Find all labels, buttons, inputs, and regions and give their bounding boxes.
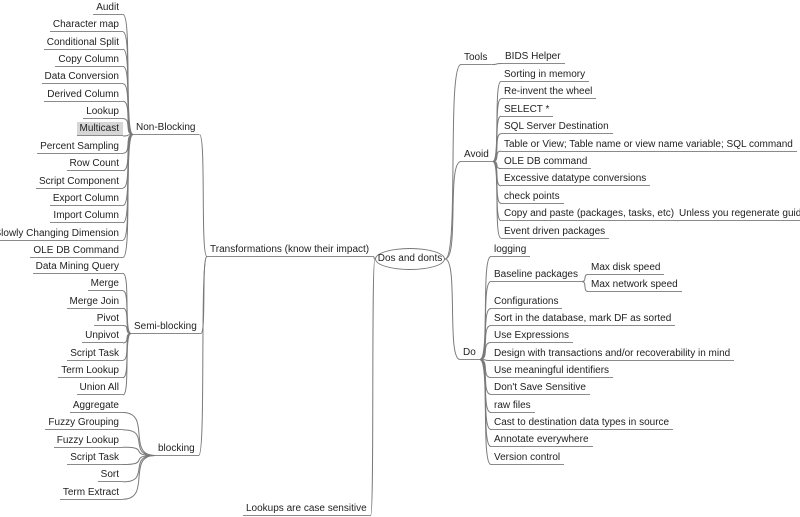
topic-max-network-speed[interactable]: Max network speed <box>588 278 682 292</box>
connector-line <box>444 64 462 260</box>
topic-lookups-are-case-sensitive[interactable]: Lookups are case sensitive <box>243 502 371 516</box>
topic-copy-and-paste-packages-tasks-etc[interactable]: Copy and paste (packages, tasks, etc) <box>501 207 679 222</box>
topic-script-task[interactable]: Script Task <box>67 451 123 466</box>
topic-import-column[interactable]: Import Column <box>50 209 123 224</box>
connector-line <box>122 100 134 135</box>
central-topic-dos-and-donts[interactable]: Dos and donts <box>375 248 445 270</box>
topic-logging[interactable]: logging <box>491 243 531 257</box>
connector-line <box>479 342 492 360</box>
topic-merge-join[interactable]: Merge Join <box>66 295 123 309</box>
topic-lookup[interactable]: Lookup <box>83 105 123 120</box>
topic-don-t-save-sensitive[interactable]: Don't Save Sensitive <box>491 381 590 395</box>
topic-blocking[interactable]: blocking <box>155 442 199 456</box>
connector-line <box>122 412 156 456</box>
connector-line <box>479 359 492 465</box>
topic-pivot[interactable]: Pivot <box>93 312 123 327</box>
topic-version-control[interactable]: Version control <box>491 451 565 465</box>
topic-row-count[interactable]: Row Count <box>66 157 123 172</box>
topic-excessive-datatype-conversions[interactable]: Excessive datatype conversions <box>501 172 651 187</box>
topic-baseline-packages[interactable]: Baseline packages <box>491 268 582 282</box>
topic-script-component[interactable]: Script Component <box>35 175 123 189</box>
topic-do[interactable]: Do <box>460 346 480 360</box>
topic-fuzzy-grouping[interactable]: Fuzzy Grouping <box>45 416 123 431</box>
connector-line <box>492 133 502 162</box>
topic-conditional-split[interactable]: Conditional Split <box>43 36 123 50</box>
connector-line <box>444 161 462 260</box>
connector-line <box>122 455 156 466</box>
connector-line <box>122 455 156 500</box>
connector-line <box>198 256 208 456</box>
connector-line <box>444 258 461 360</box>
topic-table-or-view-table-name-or-view-name-variable-sql-command[interactable]: Table or View; Table name or view name v… <box>501 138 797 152</box>
topic-annotate-everywhere[interactable]: Annotate everywhere <box>491 433 593 447</box>
topic-re-invent-the-wheel[interactable]: Re-invent the wheel <box>501 85 597 100</box>
topic-merge[interactable]: Merge <box>87 277 123 292</box>
connector-line <box>199 134 208 257</box>
topic-select[interactable]: SELECT * <box>501 103 554 117</box>
topic-sorting-in-memory[interactable]: Sorting in memory <box>501 68 590 82</box>
topic-derived-column[interactable]: Derived Column <box>44 88 123 102</box>
topic-copy-column[interactable]: Copy Column <box>55 53 123 68</box>
topic-sort-in-the-database-mark-df-as-sorted[interactable]: Sort in the database, mark DF as sorted <box>491 312 676 326</box>
topic-slowly-changing-dimension[interactable]: Slowly Changing Dimension <box>0 227 123 241</box>
topic-aggregate[interactable]: Aggregate <box>69 399 123 413</box>
topic-audit[interactable]: Audit <box>93 1 123 15</box>
topic-event-driven-packages[interactable]: Event driven packages <box>501 225 610 239</box>
connector-line <box>122 134 134 258</box>
topic-design-with-transactions-and-or-recoverability-in-mind[interactable]: Design with transactions and/or recovera… <box>491 347 735 361</box>
topic-ole-db-command[interactable]: OLE DB command <box>501 155 592 169</box>
topic-fuzzy-lookup[interactable]: Fuzzy Lookup <box>53 434 123 448</box>
connector-line <box>370 258 376 516</box>
connector-line <box>122 333 132 396</box>
topic-character-map[interactable]: Character map <box>49 18 123 33</box>
topic-data-mining-query[interactable]: Data Mining Query <box>32 260 123 274</box>
connector-line <box>492 161 502 239</box>
topic-script-task[interactable]: Script Task <box>67 347 123 361</box>
connector-line <box>479 325 492 360</box>
topic-raw-files[interactable]: raw files <box>491 399 535 413</box>
topic-semi-blocking[interactable]: Semi-blocking <box>131 320 201 334</box>
topic-multicast[interactable]: Multicast <box>76 122 123 137</box>
topic-tools[interactable]: Tools <box>461 51 492 65</box>
topic-avoid[interactable]: Avoid <box>461 148 493 162</box>
topic-union-all[interactable]: Union All <box>76 381 123 396</box>
connector-line <box>581 281 589 292</box>
topic-cast-to-destination-data-types-in-source[interactable]: Cast to destination data types in source <box>491 416 674 430</box>
topic-term-extract[interactable]: Term Extract <box>59 486 123 500</box>
topic-data-conversion[interactable]: Data Conversion <box>41 70 123 85</box>
topic-term-lookup[interactable]: Term Lookup <box>58 364 123 379</box>
topic-configurations[interactable]: Configurations <box>491 295 563 309</box>
connector-line <box>491 63 503 65</box>
topic-export-column[interactable]: Export Column <box>49 192 123 206</box>
topic-use-expressions[interactable]: Use Expressions <box>491 329 574 343</box>
topic-unless-you-regenerate-guids[interactable]: Unless you regenerate guids <box>676 207 800 221</box>
topic-ole-db-command[interactable]: OLE DB Command <box>30 244 123 258</box>
topic-transformations-know-their-impact[interactable]: Transformations (know their impact) <box>207 243 374 257</box>
topic-unpivot[interactable]: Unpivot <box>82 329 123 344</box>
topic-use-meaningful-identifiers[interactable]: Use meaningful identifiers <box>491 364 614 378</box>
topic-percent-sampling[interactable]: Percent Sampling <box>37 140 123 154</box>
connector-line <box>122 446 156 456</box>
connector-line <box>122 307 132 334</box>
topic-bids-helper[interactable]: BIDS Helper <box>502 50 565 64</box>
topic-sql-server-destination[interactable]: SQL Server Destination <box>501 120 613 135</box>
topic-non-blocking[interactable]: Non-Blocking <box>133 121 200 135</box>
topic-sort[interactable]: Sort <box>97 468 123 483</box>
topic-max-disk-speed[interactable]: Max disk speed <box>588 261 665 275</box>
topic-check-points[interactable]: check points <box>501 190 564 204</box>
